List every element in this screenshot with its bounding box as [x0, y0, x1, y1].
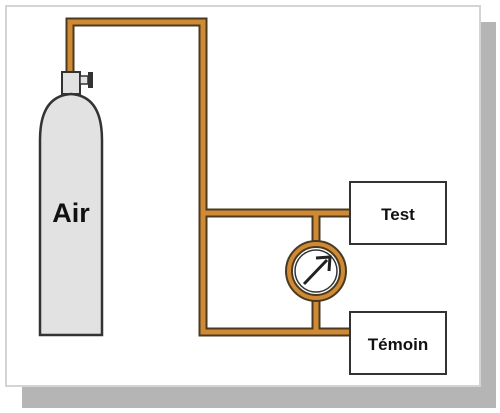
valve-knob-stem	[79, 75, 89, 85]
test-box-label: Test	[381, 205, 415, 224]
test-box: Test	[349, 181, 447, 245]
reference-box-label: Témoin	[368, 335, 428, 354]
valve-knob-icon	[88, 72, 93, 88]
cylinder-label: Air	[52, 198, 90, 228]
cylinder-valve	[61, 71, 81, 95]
main-pipe	[67, 19, 353, 335]
cylinder-body	[38, 92, 104, 337]
gauge-needle	[302, 258, 329, 286]
air-cylinder: Air	[38, 71, 104, 337]
pipes	[65, 17, 353, 337]
reference-box: Témoin	[349, 311, 447, 375]
pressure-gauge-icon	[285, 240, 347, 302]
gauge-arrowhead	[315, 255, 332, 272]
